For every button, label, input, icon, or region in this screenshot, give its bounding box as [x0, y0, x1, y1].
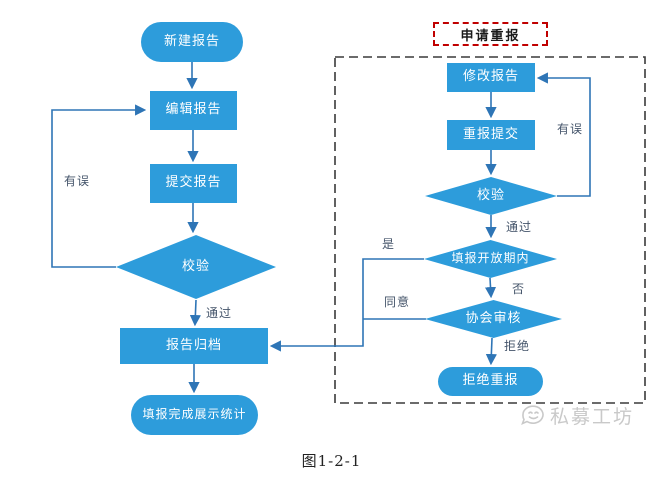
edge-label-reject: 拒绝 [504, 339, 531, 353]
edge-openperiod-to-review [484, 277, 497, 299]
node-complete-stats: 填报完成展示统计 [131, 395, 258, 435]
node-submit-report-label: 提交报告 [165, 175, 222, 191]
node-edit-report-label: 编辑报告 [165, 102, 222, 118]
node-reject-resubmit: 拒绝重报 [438, 367, 543, 396]
edge-label-error-right: 有误 [557, 122, 584, 136]
resubmit-title-box: 申请重报 [433, 22, 548, 46]
node-complete-stats-label: 填报完成展示统计 [142, 407, 247, 422]
node-new-report: 新建报告 [141, 22, 243, 62]
edge-label-agree: 同意 [384, 295, 411, 309]
node-archive-report-label: 报告归档 [165, 337, 222, 353]
resubmit-title-label: 申请重报 [460, 28, 521, 44]
edge-label-error-left: 有误 [64, 174, 91, 188]
edge-yes-to-archive [269, 258, 424, 352]
node-association-review-label: 协会审核 [465, 310, 522, 326]
node-validate-right-label: 校验 [476, 187, 505, 203]
edge-label-pass-left: 通过 [206, 306, 233, 320]
edge-label-yes: 是 [382, 237, 396, 251]
node-validate-left: 校验 [116, 235, 276, 299]
figure-caption: 图1-2-1 [301, 452, 362, 470]
resubmit-dashed-box [334, 56, 646, 404]
node-reject-resubmit-label: 拒绝重报 [462, 373, 519, 389]
node-resubmit-label: 重报提交 [462, 126, 519, 142]
edge-validate-error-loop-left [51, 104, 147, 268]
node-open-period-label: 填报开放期内 [451, 251, 530, 266]
edge-validate-error-loop-right [536, 72, 591, 197]
node-new-report-label: 新建报告 [163, 33, 220, 49]
node-modify-report: 修改报告 [447, 63, 535, 92]
node-open-period: 填报开放期内 [424, 240, 557, 278]
wechat-smiley-icon [521, 404, 544, 425]
node-archive-report: 报告归档 [120, 328, 268, 364]
edge-validate-to-archive [189, 299, 201, 327]
watermark-text: 私募工坊 [550, 406, 635, 428]
edge-review-to-reject [485, 337, 497, 366]
edge-label-pass-right: 通过 [506, 220, 533, 234]
node-modify-report-label: 修改报告 [462, 69, 519, 85]
watermark: 私募工坊 [520, 402, 634, 429]
node-validate-left-label: 校验 [181, 258, 210, 274]
node-association-review: 协会审核 [425, 300, 562, 338]
edge-label-no: 否 [512, 282, 526, 296]
node-edit-report: 编辑报告 [150, 91, 237, 130]
node-submit-report: 提交报告 [150, 164, 237, 203]
node-resubmit: 重报提交 [447, 120, 535, 150]
node-validate-right: 校验 [425, 177, 557, 215]
